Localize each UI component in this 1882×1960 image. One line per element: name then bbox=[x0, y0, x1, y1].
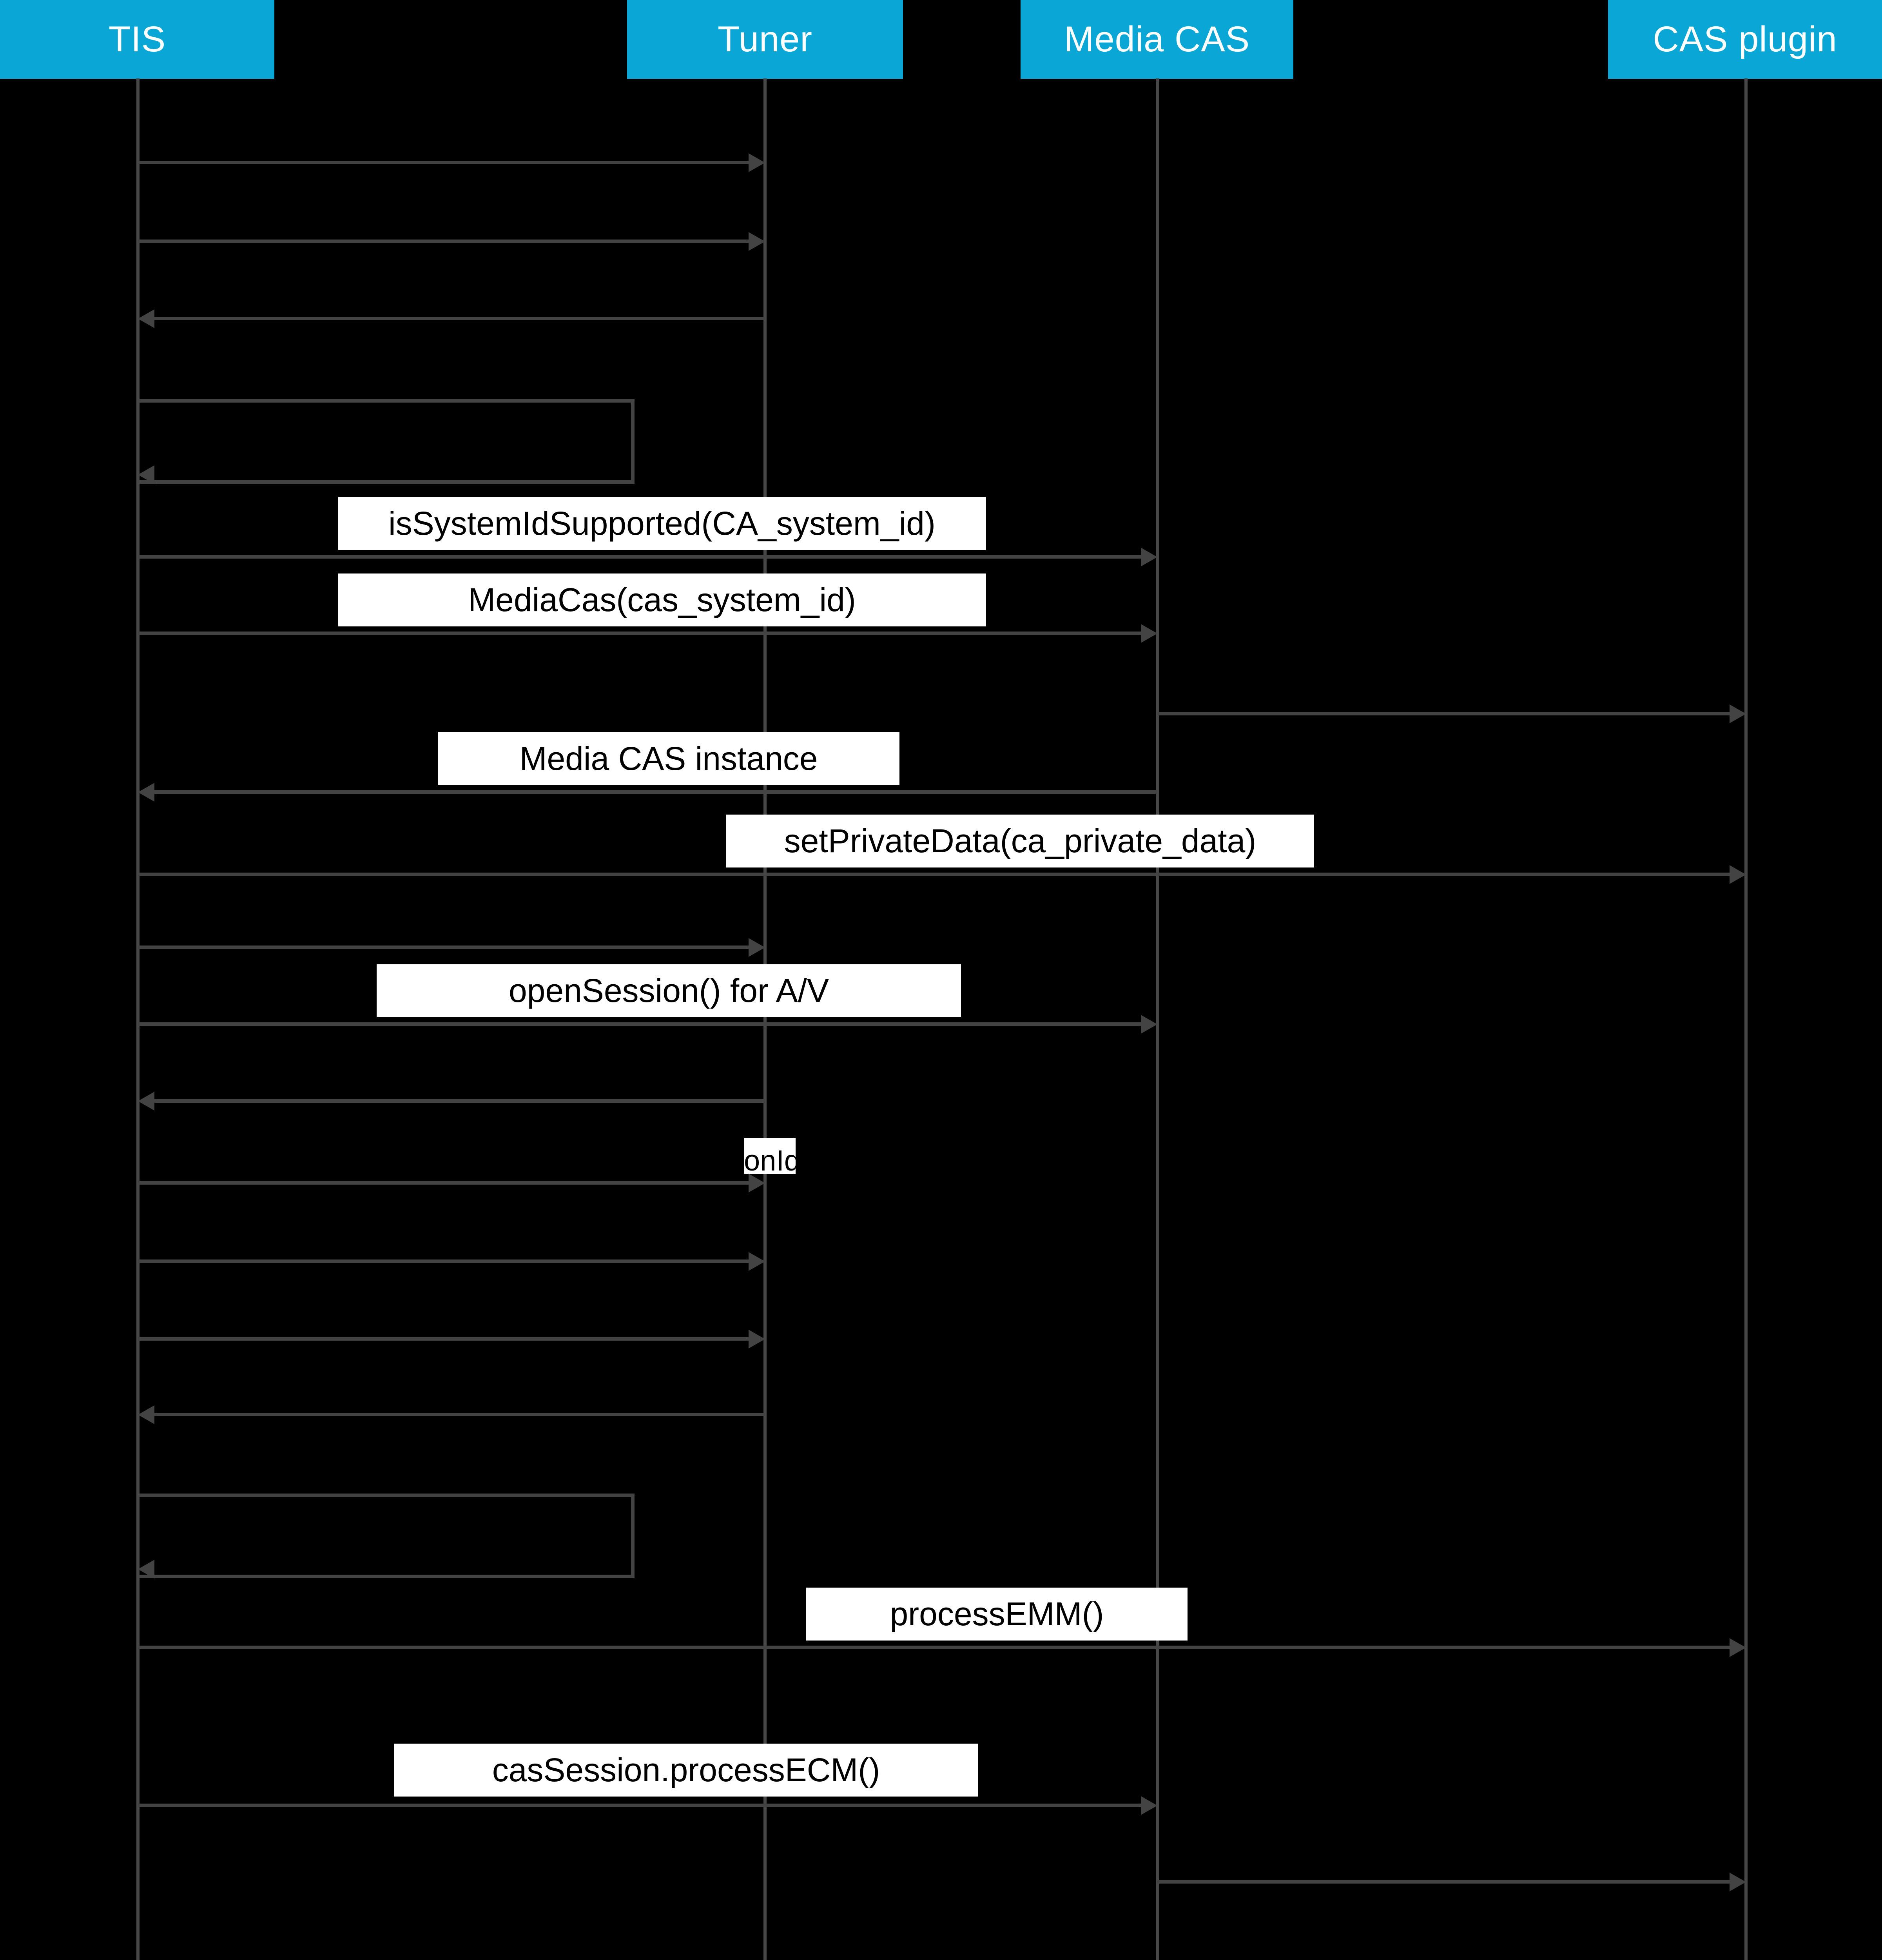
message-arrow-media-cas-instance bbox=[154, 790, 1157, 794]
message-text: setPrivateData(ca_private_data) bbox=[784, 822, 1256, 859]
message-label-processecm: casSession.processECM() bbox=[394, 1744, 978, 1797]
message-arrow-tis-tuner-3 bbox=[138, 946, 749, 949]
lifeline-media-cas bbox=[1156, 78, 1159, 1960]
message-label-issystemidsupported: isSystemIdSupported(CA_system_id) bbox=[338, 497, 986, 550]
message-label-opensession: openSession() for A/V bbox=[377, 964, 961, 1017]
message-arrow-tuner-tis-1 bbox=[154, 317, 765, 320]
participant-label: Tuner bbox=[718, 19, 812, 59]
participant-header-tis: TIS bbox=[0, 0, 274, 79]
message-label-processemm: processEMM() bbox=[806, 1588, 1188, 1641]
participant-header-media-cas: Media CAS bbox=[1021, 0, 1293, 79]
self-loop-arrowhead-icon bbox=[138, 1560, 154, 1579]
lifeline-cas-plugin bbox=[1744, 78, 1748, 1960]
note-text: onId bbox=[744, 1144, 801, 1177]
message-text: MediaCas(cas_system_id) bbox=[468, 581, 856, 618]
lifeline-tuner bbox=[763, 78, 767, 1960]
message-text: casSession.processECM() bbox=[492, 1751, 880, 1788]
message-label-mediacas: MediaCas(cas_system_id) bbox=[338, 573, 986, 626]
message-arrow-tis-tuner-1 bbox=[138, 161, 749, 164]
message-arrow-tis-tuner-4 bbox=[138, 1181, 749, 1185]
message-arrow-tis-tuner-2 bbox=[138, 240, 749, 243]
lifeline-tis bbox=[136, 78, 140, 1960]
self-loop-arrowhead-icon bbox=[138, 465, 154, 484]
participant-label: TIS bbox=[108, 19, 166, 59]
message-arrow-mediacas-casplugin-2 bbox=[1157, 1880, 1730, 1884]
message-arrow-issystemidsupported bbox=[138, 555, 1141, 559]
message-arrow-mediacas bbox=[138, 632, 1141, 635]
message-text: openSession() for A/V bbox=[508, 972, 829, 1009]
message-arrow-tis-tuner-6 bbox=[138, 1337, 749, 1341]
message-label-setprivatedata: setPrivateData(ca_private_data) bbox=[726, 815, 1314, 867]
participant-label: Media CAS bbox=[1064, 19, 1250, 59]
message-arrow-processecm bbox=[138, 1804, 1141, 1807]
note-onid: onId bbox=[744, 1138, 800, 1175]
message-arrow-processemm bbox=[138, 1646, 1730, 1649]
message-arrow-tuner-tis-2 bbox=[154, 1099, 765, 1103]
participant-label: CAS plugin bbox=[1653, 19, 1837, 59]
message-text: isSystemIdSupported(CA_system_id) bbox=[388, 505, 936, 542]
message-arrow-setprivatedata bbox=[138, 873, 1730, 876]
message-arrow-opensession bbox=[138, 1022, 1141, 1026]
message-text: Media CAS instance bbox=[519, 740, 818, 777]
participant-header-cas-plugin: CAS plugin bbox=[1608, 0, 1882, 79]
message-arrow-tis-tuner-5 bbox=[138, 1259, 749, 1263]
participant-header-tuner: Tuner bbox=[627, 0, 903, 79]
message-arrow-tuner-tis-3 bbox=[154, 1413, 765, 1416]
message-text: processEMM() bbox=[890, 1595, 1104, 1632]
message-label-media-cas-instance: Media CAS instance bbox=[438, 732, 899, 785]
self-loop-tis-1 bbox=[140, 399, 635, 484]
self-loop-tis-2 bbox=[140, 1494, 635, 1578]
message-arrow-mediacas-casplugin-1 bbox=[1157, 712, 1730, 715]
